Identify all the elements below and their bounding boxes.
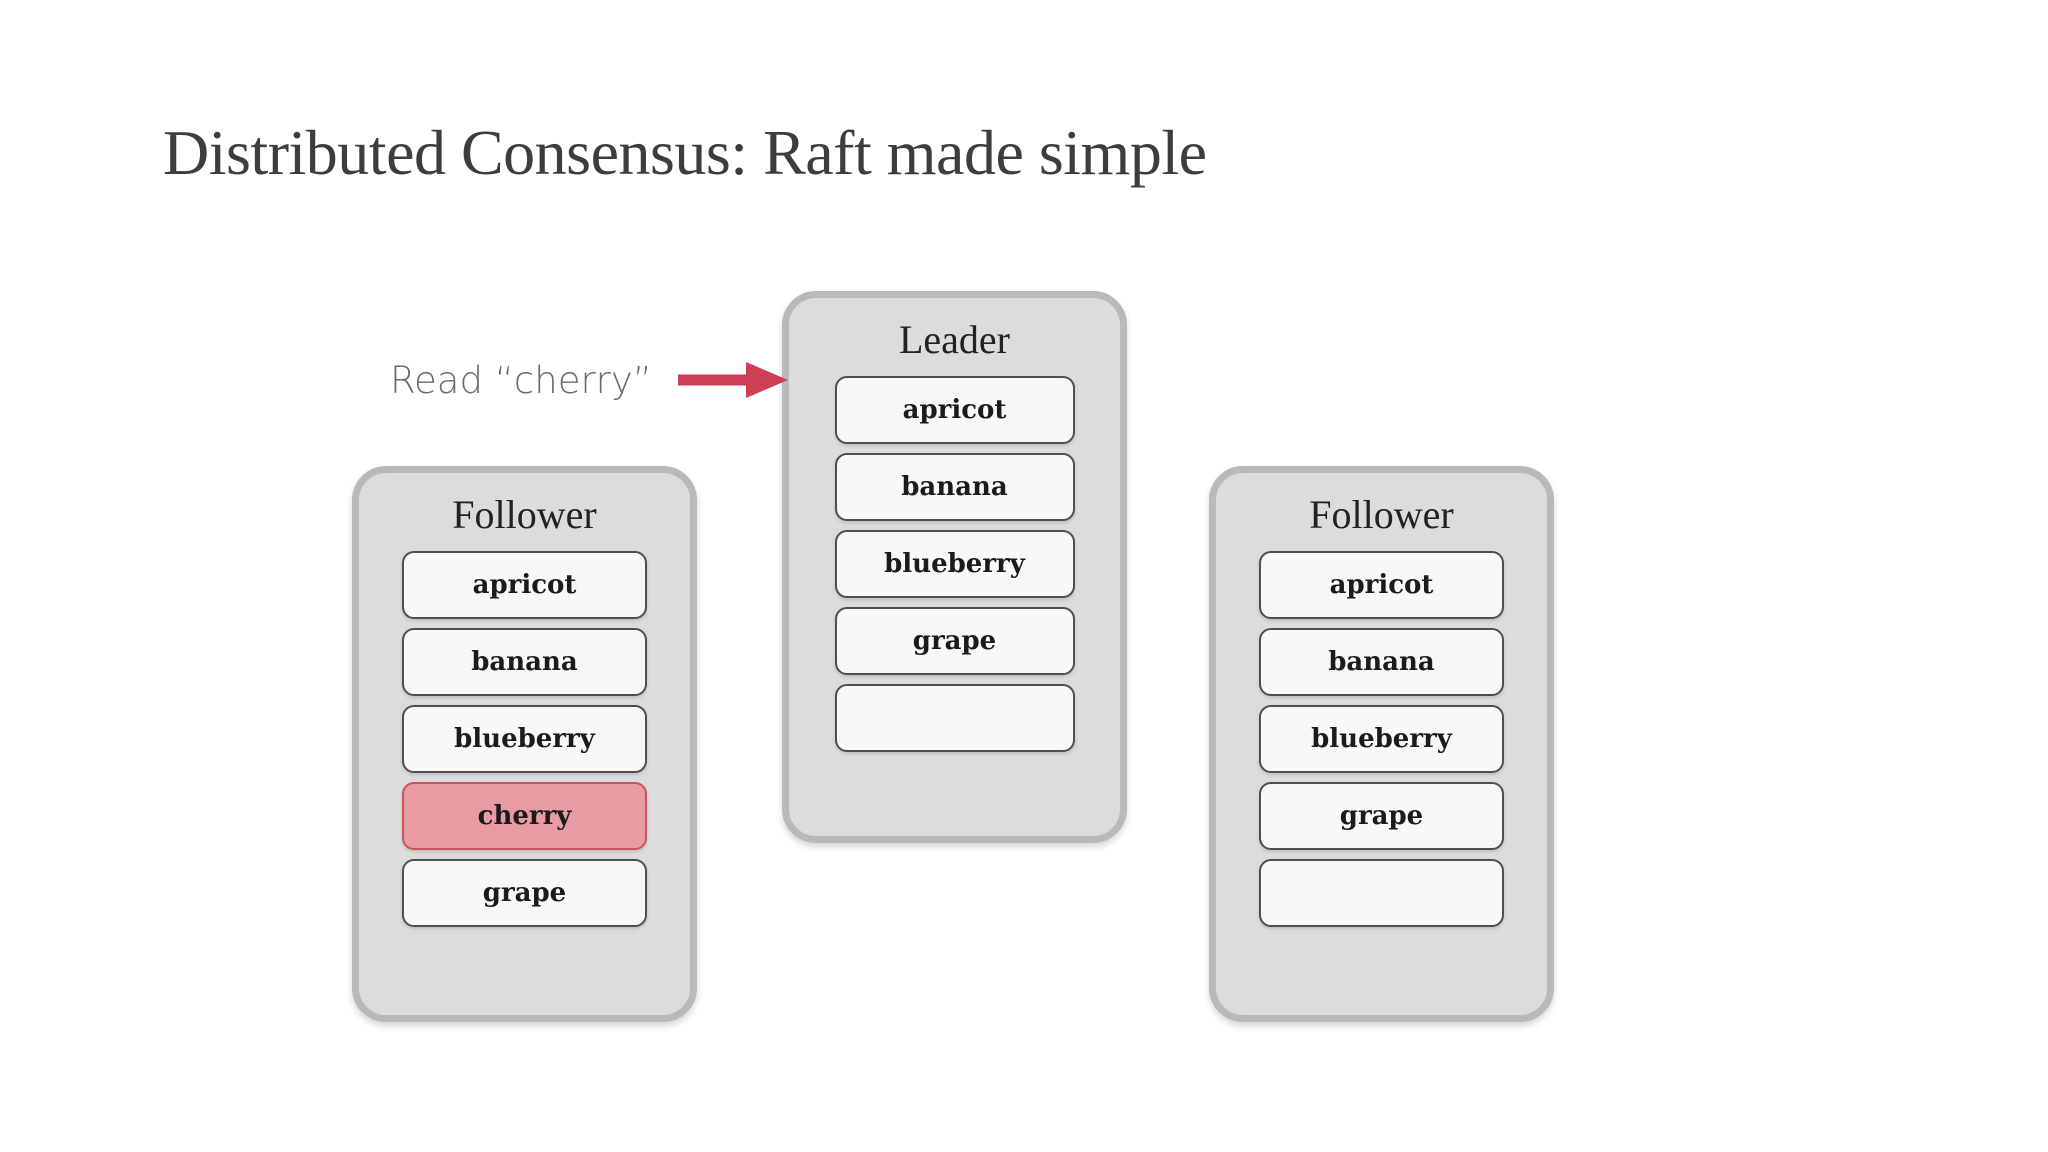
- log-entry[interactable]: apricot: [834, 376, 1075, 444]
- log-entry[interactable]: grape: [1259, 782, 1504, 850]
- log-entry[interactable]: banana: [402, 628, 647, 696]
- log-entry-empty[interactable]: [834, 684, 1075, 752]
- log-entry[interactable]: grape: [834, 607, 1075, 675]
- node-follower-left[interactable]: Follower apricot banana blueberry cherry…: [352, 466, 697, 1022]
- node-role-label: Leader: [898, 317, 1010, 362]
- node-role-label: Follower: [1309, 492, 1454, 537]
- log-entry[interactable]: blueberry: [402, 705, 647, 773]
- log-entry-list: apricot banana blueberry cherry grape: [359, 551, 690, 927]
- log-entry[interactable]: grape: [402, 859, 647, 927]
- log-entry[interactable]: apricot: [1259, 551, 1504, 619]
- log-entry-empty[interactable]: [1259, 859, 1504, 927]
- page-title: Distributed Consensus: Raft made simple: [163, 117, 1207, 188]
- log-entry-list: apricot banana blueberry grape: [1216, 551, 1547, 927]
- node-role-label: Follower: [452, 492, 597, 537]
- read-request-label: Read “cherry”: [390, 358, 652, 402]
- log-entry[interactable]: banana: [834, 453, 1075, 521]
- arrow-right-icon: [677, 362, 788, 398]
- node-follower-right[interactable]: Follower apricot banana blueberry grape: [1209, 466, 1554, 1022]
- log-entry-highlighted[interactable]: cherry: [402, 782, 647, 850]
- log-entry-list: apricot banana blueberry grape: [789, 376, 1120, 752]
- read-request-annotation: Read “cherry”: [390, 358, 788, 402]
- log-entry[interactable]: blueberry: [1259, 705, 1504, 773]
- log-entry[interactable]: apricot: [402, 551, 647, 619]
- log-entry[interactable]: banana: [1259, 628, 1504, 696]
- node-leader[interactable]: Leader apricot banana blueberry grape: [782, 291, 1127, 843]
- log-entry[interactable]: blueberry: [834, 530, 1075, 598]
